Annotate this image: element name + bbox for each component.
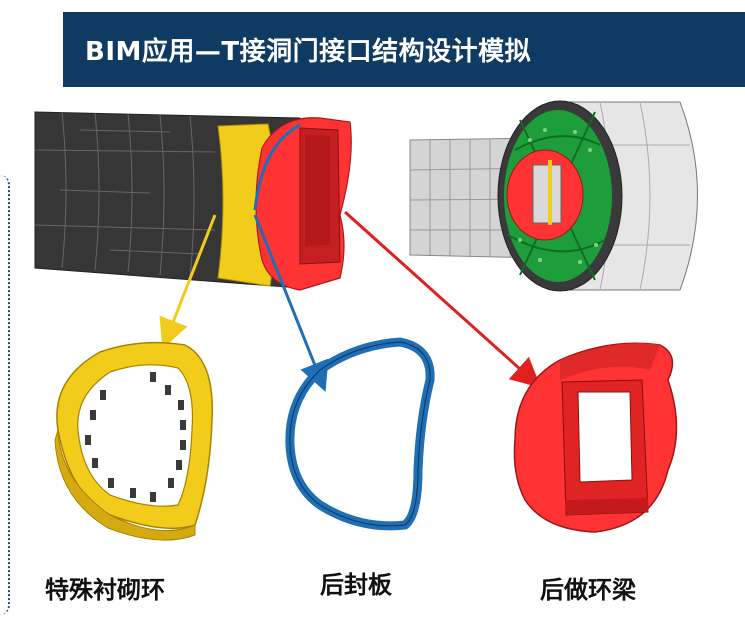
ring-beam-on-tunnel <box>253 117 352 291</box>
ring-beam-detail <box>513 342 678 533</box>
arrow-rear-plate <box>253 214 329 392</box>
rear-plate-detail <box>285 337 435 531</box>
tunnel-section-view <box>409 100 698 292</box>
label-rear-plate: 后封板 <box>320 571 392 599</box>
title-banner: BIM应用—T接洞门接口结构设计模拟 <box>63 12 745 87</box>
lining-ring-detail <box>54 341 214 541</box>
label-lining-ring: 特殊衬砌环 <box>45 576 165 604</box>
label-ring-beam: 后做环梁 <box>540 576 636 604</box>
page-title: BIM应用—T接洞门接口结构设计模拟 <box>85 37 532 67</box>
dotted-border <box>0 175 10 615</box>
arrow-lining-ring <box>159 214 217 349</box>
arrow-ring-beam <box>343 210 542 389</box>
